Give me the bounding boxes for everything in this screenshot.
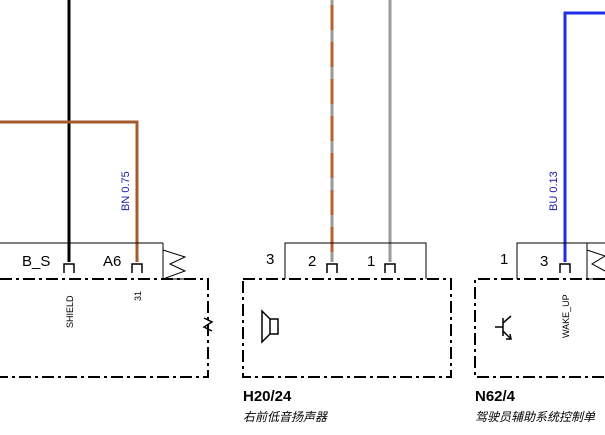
pin-label-3: 3 — [540, 253, 548, 270]
wire-label-bn: BN 0.75 — [120, 171, 132, 211]
signal-label-wake-up: WAKE_UP — [561, 294, 571, 338]
pin-label-2: 2 — [308, 253, 316, 270]
pin-label-bs: B_S — [22, 253, 50, 270]
connector-left: B_S A6 — [0, 242, 195, 280]
component-id-h20-24: H20/24 — [243, 388, 292, 405]
component-id-n62-4: N62/4 — [475, 388, 516, 405]
pin-label-a6: A6 — [103, 253, 121, 270]
connector-right: 1 3 — [500, 242, 605, 280]
component-box-n62-4 — [474, 278, 605, 378]
pin-label-1: 1 — [367, 253, 375, 270]
pin-label-1: 1 — [500, 251, 508, 268]
component-box-h20-24 — [242, 278, 452, 378]
signal-label-31: 31 — [133, 291, 143, 301]
spring-icon — [162, 249, 187, 280]
pin-contact-icon — [63, 263, 143, 273]
component-desc-h20-24: 右前低音扬声器 — [243, 410, 328, 424]
speaker-icon — [261, 309, 279, 344]
wire-brown — [0, 120, 139, 262]
spring-icon — [586, 249, 605, 272]
connector-middle: 3 2 1 — [266, 242, 427, 279]
transistor-icon — [495, 315, 512, 340]
component-desc-n62-4: 驾驶员辅助系统控制单 — [475, 410, 596, 424]
wire-blue — [563, 11, 605, 262]
wire-label-bu: BU 0.13 — [548, 171, 560, 211]
signal-label-shield: SHIELD — [65, 295, 75, 328]
pin-contact-icon — [559, 263, 571, 273]
pin-label-3: 3 — [266, 251, 274, 268]
component-box-left — [0, 278, 209, 378]
ground-break-icon — [202, 317, 214, 332]
pin-contact-icon — [326, 263, 396, 273]
